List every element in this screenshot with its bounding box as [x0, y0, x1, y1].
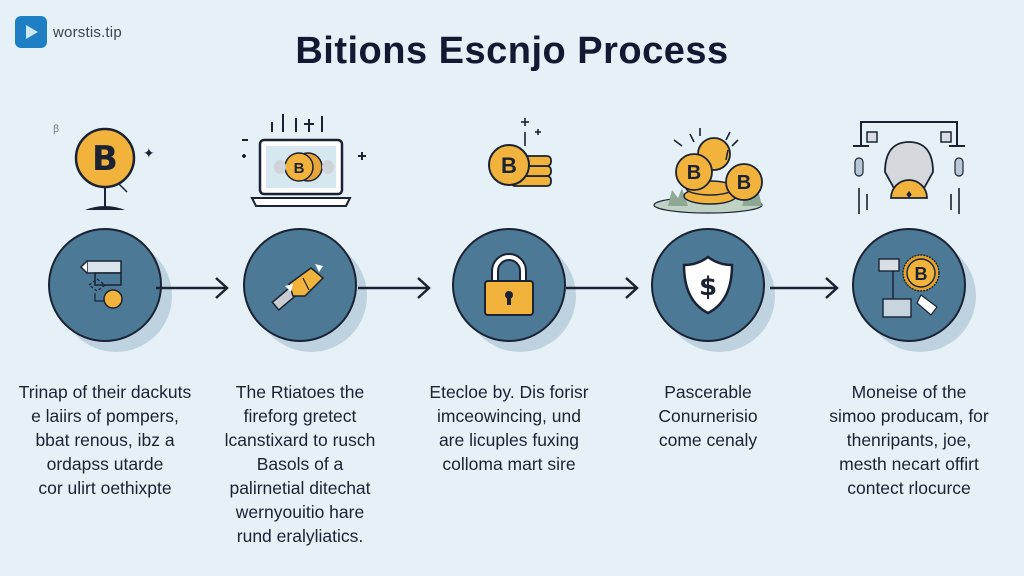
- play-icon: [15, 16, 47, 48]
- step-2-circle: [243, 228, 367, 352]
- step-5-circle: B: [852, 228, 976, 352]
- svg-text:B: B: [501, 153, 517, 178]
- arrow-right-icon: [156, 277, 229, 299]
- svg-text:✦: ✦: [143, 145, 155, 161]
- step-3-circle: [452, 228, 576, 352]
- step-2-description: The Rtiatoes the fireforg gretect lcanst…: [224, 382, 376, 546]
- logo[interactable]: worstis.tip: [15, 16, 122, 48]
- step-4-circle: $: [651, 228, 775, 352]
- escrow-machine-icon: ♦: [853, 121, 965, 214]
- svg-text:B: B: [737, 172, 751, 194]
- document-tag-coin-icon: [79, 260, 123, 309]
- step-4-description: Pascerable Conurnerisio come cenaly: [658, 382, 758, 450]
- step-1-description: Trinap of their dackuts e laiirs of pomp…: [18, 382, 192, 498]
- svg-text:B: B: [915, 264, 928, 284]
- page-title: Bitions Escnjo Process: [295, 30, 729, 72]
- bitcoin-coin-stand-icon: B ✦ ꞵ: [53, 124, 155, 210]
- bitcoin-coin-stack-icon: B: [488, 118, 552, 187]
- svg-text:B: B: [687, 162, 701, 184]
- svg-text:B: B: [92, 139, 118, 179]
- logo-text: worstis.tip: [53, 23, 122, 41]
- hand-package-icon: [271, 264, 325, 311]
- laptop-bitcoin-icon: B: [242, 114, 366, 207]
- step-5-description: Moneise of the simoo producam, for thenr…: [829, 382, 989, 498]
- padlock-icon: [484, 253, 534, 316]
- svg-text:ꞵ: ꞵ: [53, 124, 59, 135]
- arrow-right-icon: [770, 277, 839, 299]
- arrow-right-icon: [566, 277, 639, 299]
- bitcoin-payout-icon: B: [878, 254, 940, 318]
- svg-text:B: B: [294, 160, 305, 177]
- step-1-circle: [48, 228, 172, 352]
- svg-text:♦: ♦: [906, 187, 912, 201]
- arrow-right-icon: [358, 277, 431, 299]
- shield-dollar-icon: $: [682, 255, 734, 315]
- svg-text:$: $: [699, 272, 717, 302]
- step-3-description: Etecloe by. Dis forisr imceowincing, und…: [429, 382, 589, 474]
- bitcoin-pile-icon: B B: [653, 128, 763, 214]
